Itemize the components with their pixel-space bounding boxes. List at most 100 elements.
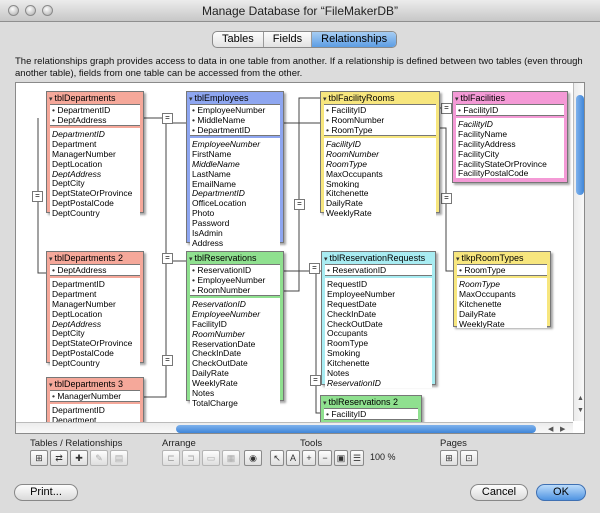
- field-row[interactable]: ReservationDate: [192, 338, 256, 349]
- field-row[interactable]: TotalCharge: [192, 397, 238, 408]
- field-row[interactable]: DailyRate: [326, 198, 363, 209]
- field-row[interactable]: RequestID: [327, 279, 368, 289]
- table-header[interactable]: ▾tblReservations: [189, 253, 257, 263]
- horizontal-scrollbar[interactable]: ◀ ▶: [16, 422, 573, 433]
- table-occurrence-tbldepartments-2[interactable]: ▾tblDepartments 2 • DeptAddress Departme…: [46, 251, 144, 369]
- field-row[interactable]: ManagerNumber: [52, 148, 116, 159]
- field-row[interactable]: DeptAddress: [52, 318, 102, 329]
- field-row[interactable]: EmployeeNumber: [192, 139, 261, 149]
- zoom-out-icon[interactable]: −: [318, 450, 332, 466]
- delete-icon[interactable]: ▤: [110, 450, 128, 466]
- scroll-right-arrow-icon[interactable]: ▶: [560, 426, 566, 433]
- minimize-window-icon[interactable]: [25, 5, 36, 16]
- table-occurrence-tblreservationrequests[interactable]: ▾tblReservationRequests • ReservationID …: [321, 251, 436, 388]
- field-row[interactable]: Smoking: [326, 178, 360, 189]
- scroll-down-arrow-icon[interactable]: ▼: [577, 407, 584, 414]
- color-palette-icon[interactable]: ◉: [244, 450, 262, 466]
- collapse-triangle-icon[interactable]: ▾: [323, 96, 327, 103]
- field-row[interactable]: Notes: [192, 388, 215, 398]
- duplicate-icon[interactable]: ✚: [70, 450, 88, 466]
- field-row[interactable]: FacilityStateOrProvince: [458, 158, 547, 169]
- table-occurrence-tblemployees[interactable]: ▾tblEmployees • EmployeeNumber • MiddleN…: [186, 91, 284, 248]
- field-row[interactable]: Photo: [192, 208, 215, 219]
- relationship-icon[interactable]: =: [309, 263, 320, 274]
- key-field[interactable]: • RoomNumber: [192, 285, 251, 295]
- tab-relationships[interactable]: Relationships: [312, 32, 397, 47]
- key-field[interactable]: • DeptAddress: [52, 115, 107, 125]
- field-row[interactable]: FirstName: [192, 148, 232, 159]
- field-row[interactable]: RoomType: [459, 279, 500, 289]
- field-row[interactable]: Notes: [327, 368, 350, 378]
- field-row[interactable]: Kitchenette: [459, 298, 502, 309]
- field-row[interactable]: DepartmentID: [192, 188, 245, 199]
- arrange-icon[interactable]: ▦: [222, 450, 240, 466]
- note-tool-icon[interactable]: ☰: [350, 450, 364, 466]
- field-row[interactable]: MaxOccupants: [326, 168, 383, 179]
- relationship-icon[interactable]: =: [32, 191, 43, 202]
- distribute-icon[interactable]: ⊐: [182, 450, 200, 466]
- table-header[interactable]: ▾tblReservations 2: [323, 397, 399, 407]
- field-row[interactable]: DeptStateOrProvince: [52, 338, 133, 349]
- field-row[interactable]: FacilityCity: [458, 148, 500, 159]
- vertical-scrollbar[interactable]: ▲ ▼: [573, 83, 584, 421]
- zoom-in-icon[interactable]: +: [302, 450, 316, 466]
- relationship-icon[interactable]: =: [162, 113, 173, 124]
- key-field[interactable]: • DepartmentID: [192, 125, 251, 135]
- key-field[interactable]: • DeptAddress: [52, 265, 107, 275]
- key-field[interactable]: • RoomNumber: [326, 115, 385, 125]
- field-row[interactable]: Address: [192, 237, 224, 248]
- zoom-level[interactable]: 100 %: [370, 452, 396, 462]
- relationship-icon[interactable]: =: [441, 103, 452, 114]
- field-row[interactable]: FacilityName: [458, 128, 508, 139]
- text-tool-icon[interactable]: A: [286, 450, 300, 466]
- vertical-scroll-thumb[interactable]: [576, 95, 584, 195]
- table-header[interactable]: ▾tblDepartments 2: [49, 253, 124, 263]
- page-breaks-icon[interactable]: ⊡: [460, 450, 478, 466]
- key-field[interactable]: • FacilityID: [458, 105, 499, 115]
- field-row[interactable]: EmployeeNumber: [192, 308, 261, 319]
- field-row[interactable]: EmployeeNumber: [327, 288, 396, 299]
- table-occurrence-tblreservations[interactable]: ▾tblReservations • ReservationID • Emplo…: [186, 251, 284, 408]
- key-field[interactable]: • EmployeeNumber: [192, 105, 266, 115]
- field-row[interactable]: RoomType: [327, 338, 369, 349]
- align-icon[interactable]: ⊏: [162, 450, 180, 466]
- field-row[interactable]: LastName: [192, 168, 231, 179]
- table-occurrence-tbldepartments[interactable]: ▾tblDepartments • DepartmentID • DeptAdd…: [46, 91, 144, 219]
- table-occurrence-tblfacilityrooms[interactable]: ▾tblFacilityRooms • FacilityID • RoomNum…: [320, 91, 440, 219]
- collapse-triangle-icon[interactable]: ▾: [456, 256, 460, 263]
- collapse-triangle-icon[interactable]: ▾: [189, 96, 193, 103]
- field-row[interactable]: RequestDate: [327, 298, 377, 309]
- field-row[interactable]: RoomType: [326, 158, 367, 169]
- field-row[interactable]: DailyRate: [192, 368, 229, 379]
- key-field[interactable]: • ManagerNumber: [52, 391, 122, 401]
- close-window-icon[interactable]: [8, 5, 19, 16]
- table-header[interactable]: ▾tlkpRoomTypes: [456, 253, 524, 263]
- add-table-icon[interactable]: ⊞: [30, 450, 48, 466]
- collapse-triangle-icon[interactable]: ▾: [49, 96, 53, 103]
- field-row[interactable]: RoomNumber: [192, 328, 245, 339]
- field-row[interactable]: MiddleName: [192, 158, 240, 169]
- collapse-triangle-icon[interactable]: ▾: [455, 96, 459, 103]
- field-row[interactable]: WeeklyRate: [192, 378, 238, 389]
- select-arrow-icon[interactable]: ↖: [270, 450, 284, 466]
- field-row[interactable]: FacilityID: [326, 139, 361, 149]
- table-header[interactable]: ▾tblDepartments 3: [49, 379, 124, 389]
- field-row[interactable]: DepartmentID: [52, 129, 105, 139]
- field-row[interactable]: DeptCountry: [52, 358, 100, 369]
- relationships-graph[interactable]: = = = = = = = = = ▾tblDepartments • Depa…: [15, 82, 585, 434]
- field-row[interactable]: WeeklyRate: [459, 318, 505, 329]
- field-row[interactable]: CheckInDate: [327, 308, 377, 319]
- table-occurrence-tbldepartments-3[interactable]: ▾tblDepartments 3 • ManagerNumber Depart…: [46, 377, 144, 425]
- page-layout-icon[interactable]: ⊞: [440, 450, 458, 466]
- field-row[interactable]: ManagerNumber: [52, 298, 116, 309]
- key-field[interactable]: • DepartmentID: [52, 105, 111, 115]
- relationship-icon[interactable]: =: [310, 375, 321, 386]
- table-header[interactable]: ▾tblEmployees: [189, 93, 249, 103]
- field-row[interactable]: Kitchenette: [326, 188, 369, 199]
- key-field[interactable]: • RoomType: [326, 125, 373, 135]
- key-field[interactable]: • FacilityID: [326, 409, 367, 419]
- field-row[interactable]: EmailName: [192, 178, 236, 189]
- ok-button[interactable]: OK: [536, 484, 586, 501]
- tab-tables[interactable]: Tables: [213, 32, 264, 47]
